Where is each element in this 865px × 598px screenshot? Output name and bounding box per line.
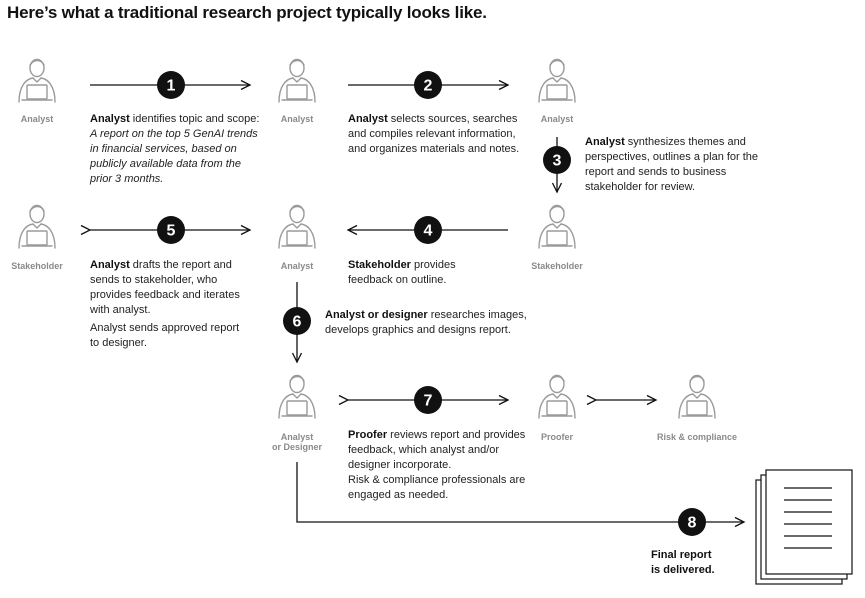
step-badge-5: 5: [157, 216, 185, 244]
arrow-8: [296, 462, 746, 528]
document-stack-icon: [755, 469, 853, 585]
person-at-laptop-icon: [278, 204, 316, 249]
svg-text:7: 7: [424, 393, 433, 410]
svg-text:4: 4: [424, 223, 433, 240]
person-label-stakeholder-1: Stakeholder: [531, 261, 583, 271]
step-badge-1: 1: [157, 71, 185, 99]
svg-text:5: 5: [167, 223, 176, 240]
svg-text:1: 1: [167, 78, 176, 95]
person-label-analyst-2: Analyst: [280, 114, 314, 124]
person-label-analyst-1: Analyst: [20, 114, 54, 124]
person-at-laptop-icon: [678, 374, 716, 419]
step-badge-8: 8: [678, 508, 706, 536]
step-6-text: Analyst or designer researches images, d…: [325, 309, 527, 336]
svg-text:8: 8: [688, 515, 697, 532]
step-badge-7: 7: [414, 386, 442, 414]
svg-text:6: 6: [293, 314, 302, 331]
person-label-analyst-3: Analyst: [540, 114, 574, 124]
person-at-laptop-icon: [18, 58, 56, 103]
person-at-laptop-icon: [278, 58, 316, 103]
person-label-stakeholder-2: Stakeholder: [11, 261, 63, 271]
svg-text:3: 3: [553, 153, 562, 170]
step-badge-3: 3: [543, 146, 571, 174]
person-label-proofer: Proofer: [540, 432, 573, 442]
page-title: Here’s what a traditional research proje…: [7, 3, 487, 22]
person-at-laptop-icon: [538, 204, 576, 249]
step-2-text: Analyst selects sources, searches and co…: [348, 113, 520, 155]
person-at-laptop-icon: [278, 374, 316, 419]
step-3-text: Analyst synthesizes themes and perspecti…: [585, 136, 759, 193]
step-1-text: Analyst identifies topic and scope: A re…: [90, 113, 260, 185]
step-4-text: Stakeholder provides feedback on outline…: [348, 259, 456, 286]
person-at-laptop-icon: [538, 58, 576, 103]
step-7-text: Proofer reviews report and provides feed…: [348, 429, 526, 501]
step-5-text: Analyst drafts the report and sends to s…: [90, 259, 240, 349]
person-label-analyst-4: Analyst: [280, 261, 314, 271]
person-at-laptop-icon: [18, 204, 56, 249]
person-label-risk-compliance: Risk & compliance: [656, 432, 738, 442]
step-badge-2: 2: [414, 71, 442, 99]
person-at-laptop-icon: [538, 374, 576, 419]
step-badge-6: 6: [283, 307, 311, 335]
svg-text:2: 2: [424, 78, 433, 95]
step-badge-4: 4: [414, 216, 442, 244]
